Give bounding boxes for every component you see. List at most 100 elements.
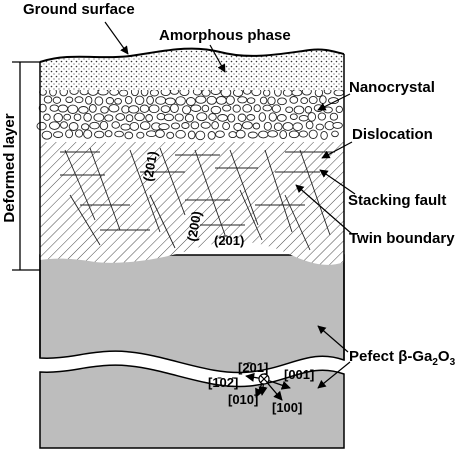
nanocrystal-grain	[134, 95, 145, 105]
nanocrystal-grain	[323, 106, 333, 114]
nanocrystal-label: Nanocrystal	[349, 79, 435, 96]
nanocrystal-grain	[43, 95, 53, 104]
nanocrystal-grain	[184, 113, 194, 123]
nanocrystal-grain	[335, 105, 343, 114]
nanocrystal-grain	[208, 113, 217, 121]
nanocrystal-grain	[49, 121, 60, 130]
nanocrystal-grain	[207, 131, 216, 140]
plane-bar201-label: (2̄01)	[214, 233, 244, 248]
nanocrystal-grain	[146, 130, 157, 138]
nanocrystal-grain	[49, 104, 60, 112]
stacking-fault-label: Stacking fault	[348, 192, 446, 209]
nanocrystal-grain	[148, 104, 160, 114]
dislocation-label: Dislocation	[352, 126, 433, 143]
nanocrystal-grain	[217, 114, 228, 122]
nanocrystal-grain	[99, 120, 109, 131]
nanocrystal-grain	[247, 131, 258, 139]
nanocrystal-grain	[104, 114, 114, 122]
nanocrystal-grain	[279, 130, 288, 140]
nanocrystal-grain	[85, 95, 93, 105]
nanocrystal-grain	[211, 121, 219, 130]
nanocrystal-grain	[155, 129, 165, 138]
nanocrystal-grain	[304, 106, 313, 114]
nanocrystal-grain	[331, 130, 339, 138]
nanocrystal-grain	[175, 96, 186, 106]
nanocrystal-grain	[182, 105, 192, 115]
nanocrystal-grain	[332, 121, 343, 129]
nanocrystal-grain	[111, 121, 120, 129]
dislocation-lines	[60, 147, 335, 251]
nanocrystal-grain	[75, 129, 84, 138]
nanocrystal-grain	[158, 123, 170, 131]
nanocrystal-grain	[120, 123, 131, 131]
nanocrystal-grain	[288, 130, 300, 139]
ground-surface-label: Ground surface	[23, 1, 135, 18]
nanocrystal-grain	[237, 96, 248, 104]
nanocrystal-grain	[289, 113, 298, 120]
deformed-layer-bracket	[12, 61, 40, 271]
nanocrystal-grain	[241, 121, 253, 130]
nanocrystal-grain	[195, 95, 207, 104]
nanocrystal-grain	[63, 113, 72, 121]
nanocrystal-grain	[320, 130, 328, 140]
nanocrystal-grain	[315, 123, 324, 131]
nanocrystal-grain	[317, 112, 327, 121]
nanocrystal-grain	[89, 121, 100, 130]
nanocrystal-grain	[233, 122, 243, 131]
nanocrystal-grain	[273, 122, 283, 131]
direction-001-label: [001]	[284, 367, 314, 382]
nanocrystal-grain	[267, 96, 276, 106]
nanocrystal-grain	[282, 122, 294, 131]
nanocrystal-grain	[185, 97, 196, 106]
nanocrystal-grain	[155, 96, 167, 105]
nanocrystal-grain	[262, 104, 273, 112]
nanocrystal-grain	[289, 96, 299, 104]
nanocrystal-grain	[259, 96, 268, 105]
nanocrystal-grain	[292, 122, 303, 132]
nanocrystal-grain	[308, 95, 318, 105]
nanocrystal-grain	[174, 113, 184, 122]
nanocrystal-grain	[308, 129, 318, 139]
nanocrystal-grain	[246, 114, 256, 121]
nanocrystal-grain	[124, 131, 134, 140]
nanocrystal-grain	[175, 129, 186, 139]
nanocrystal-grain	[293, 105, 305, 115]
nanocrystal-grain	[319, 95, 327, 104]
nanocrystal-grain	[163, 113, 174, 122]
nanocrystal-grain	[232, 88, 244, 97]
amorphous-phase-label: Amorphous phase	[159, 27, 291, 44]
nanocrystal-grain	[88, 104, 97, 113]
nanocrystal-grain	[68, 122, 79, 131]
nanocrystal-grain	[201, 104, 210, 113]
nanocrystal-grain	[276, 114, 287, 122]
plane-200-label: (200)	[184, 210, 204, 243]
nanocrystal-grain	[235, 129, 246, 139]
nanocrystal-grain	[73, 113, 82, 121]
nanocrystal-pointer	[317, 93, 351, 111]
nanocrystal-grain	[215, 130, 225, 138]
nanocrystal-grain	[65, 96, 74, 104]
nanocrystal-grain	[145, 114, 153, 122]
nanocrystal-grain	[267, 130, 278, 138]
nanocrystal-grain	[139, 121, 151, 130]
nanocrystal-grain	[41, 130, 53, 140]
direction-100-label: [100]	[272, 400, 302, 415]
nanocrystal-grain	[94, 96, 104, 106]
perfect-crystal-pointer-lower	[317, 361, 351, 389]
nanocrystal-grain	[298, 114, 309, 122]
nanocrystal-grain	[253, 104, 261, 113]
nanocrystal-grain	[94, 130, 105, 139]
nanocrystal-grain	[139, 104, 150, 113]
perfect-crystal-pointer-upper	[317, 325, 349, 353]
nanocrystal-grain	[228, 131, 237, 139]
hatched-twin-region	[40, 140, 344, 265]
nanocrystal-grain	[222, 104, 232, 112]
nanocrystal-grain	[125, 114, 134, 123]
dislocation-pointer	[321, 141, 353, 159]
direction-bar201-label: [2̄01]	[238, 360, 268, 375]
nanocrystal-grain	[160, 105, 171, 113]
nanocrystal-grain	[298, 130, 308, 138]
deformed-layer-label: Deformed layer	[1, 113, 18, 222]
nanocrystal-grain	[305, 120, 314, 130]
ground-surface-pointer	[104, 21, 129, 55]
